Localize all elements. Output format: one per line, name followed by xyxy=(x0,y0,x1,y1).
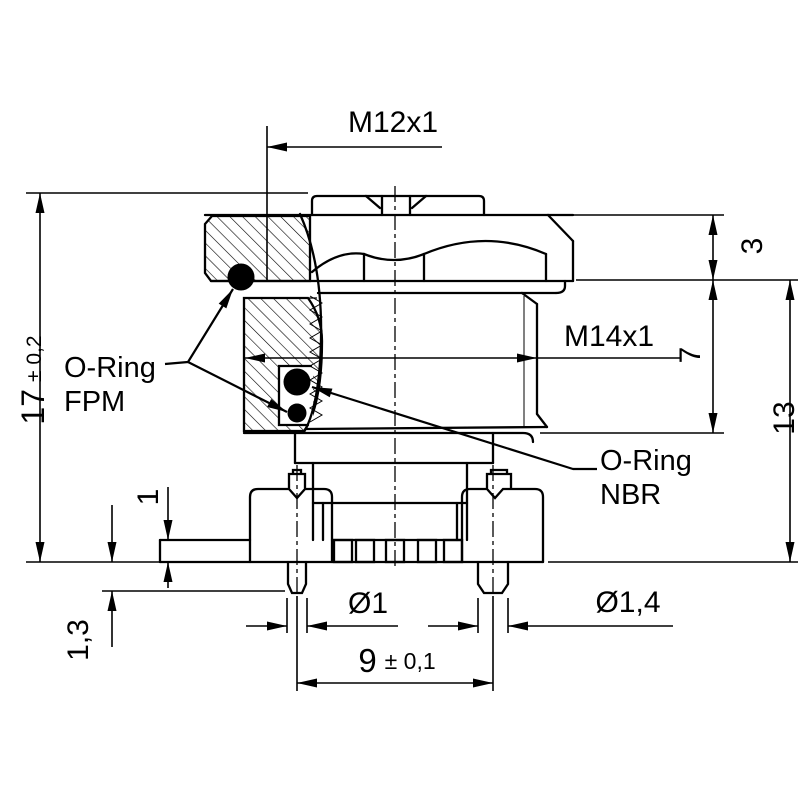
oring-fpm-label-line1: O-Ring xyxy=(64,352,156,384)
callouts: O-Ring FPM O-Ring NBR xyxy=(64,286,692,511)
callout-oring-nbr: O-Ring NBR xyxy=(310,382,692,511)
oring-nbr-label-line2: NBR xyxy=(600,479,661,511)
section-hatching xyxy=(203,214,324,433)
bell-curve xyxy=(298,212,323,434)
dim-m12x1-label: M12x1 xyxy=(348,106,438,139)
dim-1-label: 1 xyxy=(132,489,165,506)
standoff-left xyxy=(248,487,334,564)
thread-zigzag xyxy=(309,295,323,423)
dim-17-label: 17± 0,2 xyxy=(15,335,51,424)
dim-dia1-4-label: Ø1,4 xyxy=(595,586,660,619)
top-tab xyxy=(310,194,486,217)
dim-m12x1: M12x1 xyxy=(266,106,442,280)
thread-flare-bottom xyxy=(535,412,549,429)
dim-dia1-4: Ø1,4 xyxy=(428,586,673,633)
hex-facet-arc-3 xyxy=(422,239,548,256)
dim-17: 17± 0,2 xyxy=(15,192,308,563)
oring-nbr-label-line1: O-Ring xyxy=(600,445,692,477)
oring-groove-outline xyxy=(277,364,313,427)
oring-nbr-middle xyxy=(283,368,311,396)
oring-fpm-top xyxy=(227,263,255,291)
dim-9: 9± 0,1 xyxy=(296,596,494,691)
dim-m14x1-label: M14x1 xyxy=(564,320,654,353)
dim-3-label: 3 xyxy=(736,238,769,255)
hatch-upper-block xyxy=(203,214,312,283)
dim-dia1-label: Ø1 xyxy=(348,587,388,620)
dim-13: 13 xyxy=(548,280,800,563)
tab-tick-right xyxy=(410,194,428,210)
tab-tick-left xyxy=(364,194,382,210)
dim-1-3-label: 1,3 xyxy=(62,619,95,661)
pin-head-right xyxy=(485,468,513,490)
thread-chamfer-top xyxy=(520,291,539,306)
centerlines xyxy=(296,186,494,596)
o-rings xyxy=(227,263,311,423)
dim-dia1: Ø1 xyxy=(246,587,398,633)
hex-chamfer xyxy=(546,213,575,243)
hex-facet-arc-1 xyxy=(310,252,366,274)
dim-3: 3 xyxy=(573,214,798,281)
part-outline xyxy=(158,194,575,595)
body-bottom-edge xyxy=(304,425,549,431)
dim-7: 7 xyxy=(540,280,724,434)
dim-1: 1 xyxy=(132,487,173,588)
base-lip xyxy=(242,431,535,444)
standoff-right xyxy=(460,487,545,564)
hex-facet-arc-2 xyxy=(362,252,426,262)
contact-pins xyxy=(332,538,464,564)
dimensions: M12x1 17± 0,2 3 M14x1 xyxy=(15,106,800,691)
dim-1-3: 1,3 xyxy=(62,505,285,661)
dim-9-label: 9± 0,1 xyxy=(358,642,435,679)
dim-7-label: 7 xyxy=(674,347,707,364)
oring-fpm-label-line2: FPM xyxy=(64,386,125,418)
dim-13-label: 13 xyxy=(768,401,800,434)
washer-right-corner xyxy=(554,279,567,295)
dim-m14x1: M14x1 xyxy=(245,320,680,363)
callout-oring-fpm: O-Ring FPM xyxy=(64,286,290,418)
oring-fpm-bottom xyxy=(287,403,307,423)
